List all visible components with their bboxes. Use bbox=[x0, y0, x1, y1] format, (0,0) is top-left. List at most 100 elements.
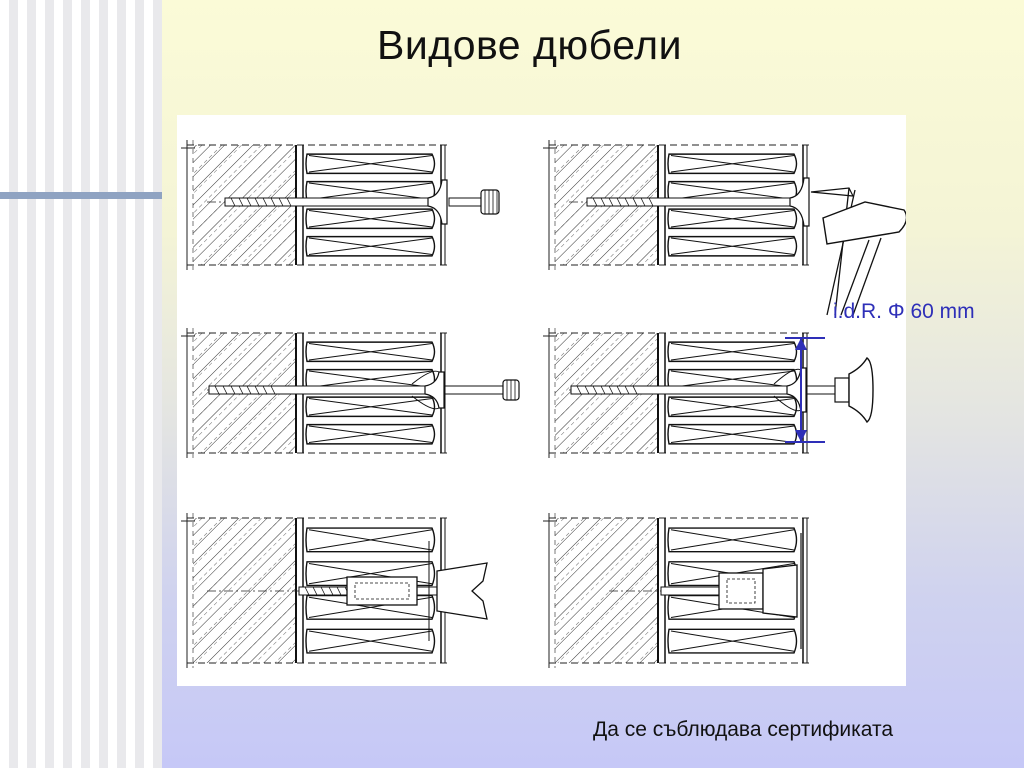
masonry-substrate bbox=[555, 518, 658, 663]
anchor-thread bbox=[640, 197, 646, 207]
anchor-thread bbox=[312, 586, 318, 596]
insulation-fiber bbox=[308, 370, 433, 388]
plate-flare bbox=[411, 370, 440, 410]
anchor-thread bbox=[624, 197, 630, 207]
dimension-arrow-bottom bbox=[795, 430, 807, 442]
anchor-plate bbox=[789, 177, 810, 227]
anchor-thread bbox=[262, 197, 268, 207]
insulation-cell bbox=[305, 396, 436, 418]
insulation-fiber bbox=[670, 630, 795, 652]
insulation-cell bbox=[305, 423, 436, 445]
tool-collar bbox=[834, 377, 850, 403]
insulation-cell bbox=[667, 396, 798, 418]
insulation-cell bbox=[667, 235, 798, 257]
insulation-fiber bbox=[308, 529, 433, 551]
insulation-cell bbox=[305, 594, 436, 620]
anchor-thread bbox=[270, 385, 276, 395]
insulation-cell bbox=[305, 235, 436, 257]
anchor-thread bbox=[238, 385, 244, 395]
footer-note: Да се съблюдава сертификата bbox=[593, 718, 894, 741]
panel-screw-in-with-setting-tool bbox=[543, 328, 874, 458]
flush-plate bbox=[762, 564, 798, 618]
recess-inner bbox=[726, 578, 756, 604]
insulation-fiber bbox=[308, 182, 433, 200]
plate-flare bbox=[773, 368, 802, 412]
anchor-thread bbox=[254, 385, 260, 395]
anchor-thread bbox=[616, 197, 622, 207]
anchor-thread bbox=[230, 385, 236, 395]
anchor-thread bbox=[600, 385, 606, 395]
hammer-handle bbox=[852, 237, 882, 316]
insulation-cell bbox=[667, 153, 798, 175]
hammer-handle bbox=[834, 187, 850, 316]
insulation-fiber bbox=[308, 237, 433, 255]
anchor-thread bbox=[608, 197, 614, 207]
anchor-thread bbox=[648, 197, 654, 207]
insulation-fiber bbox=[308, 210, 433, 228]
setting-stem bbox=[448, 197, 484, 207]
recess-sleeve bbox=[346, 576, 418, 606]
anchor-thread bbox=[286, 197, 292, 207]
anchor-thread bbox=[576, 385, 582, 395]
insulation-cell bbox=[305, 341, 436, 363]
slide-title: Видове дюбели bbox=[377, 22, 682, 68]
anchor-thread bbox=[592, 385, 598, 395]
accent-line bbox=[0, 192, 162, 199]
insulation-cell bbox=[305, 153, 436, 175]
insulation-fiber bbox=[308, 343, 433, 361]
anchor-plate bbox=[424, 371, 445, 409]
driver-bit bbox=[444, 385, 506, 395]
insulation-cell bbox=[667, 423, 798, 445]
tool-stem bbox=[806, 385, 838, 395]
hammer-tip bbox=[810, 187, 855, 197]
anchor-thread bbox=[278, 197, 284, 207]
insulation-fiber bbox=[308, 425, 433, 443]
insulation-fiber bbox=[308, 630, 433, 652]
anchor-thread bbox=[632, 385, 638, 395]
insulation-cell bbox=[667, 341, 798, 363]
anchor-thread bbox=[238, 197, 244, 207]
insulation-cell bbox=[667, 208, 798, 230]
anchor-thread bbox=[584, 385, 590, 395]
insulation-fiber bbox=[670, 425, 795, 443]
anchor-thread bbox=[222, 385, 228, 395]
anchor-thread bbox=[328, 586, 334, 596]
insulation-cell bbox=[305, 561, 436, 587]
dimension-arrow-top bbox=[795, 338, 807, 350]
anchor-thread bbox=[632, 197, 638, 207]
insulation-fiber bbox=[670, 155, 795, 173]
insulation-cap-tool bbox=[436, 562, 488, 620]
anchor-thread bbox=[608, 385, 614, 395]
insulation-fiber bbox=[670, 370, 795, 388]
anchor-thread bbox=[230, 197, 236, 207]
recess-inner bbox=[354, 582, 410, 600]
insulation-cell bbox=[305, 628, 436, 654]
recess-sleeve bbox=[718, 572, 764, 610]
insulation-cell bbox=[305, 527, 436, 553]
anchor-shaft bbox=[570, 385, 800, 395]
panel-hammer-in-with-screw-nut bbox=[181, 140, 500, 270]
insulation-fiber bbox=[308, 155, 433, 173]
panel-hammer-in-with-hammer bbox=[543, 140, 906, 316]
masonry-substrate bbox=[193, 518, 296, 663]
panel-screw-in-with-driver bbox=[181, 328, 520, 458]
insulation-fiber bbox=[670, 529, 795, 551]
anchor-thread bbox=[600, 197, 606, 207]
anchor-thread bbox=[304, 586, 310, 596]
anchor-shaft bbox=[208, 385, 438, 395]
anchor-plate bbox=[427, 179, 448, 225]
anchor-thread bbox=[270, 197, 276, 207]
dowel-types-diagram bbox=[177, 115, 906, 686]
insulation-fiber bbox=[670, 237, 795, 255]
anchor-thread bbox=[246, 197, 252, 207]
anchor-thread bbox=[320, 586, 326, 596]
anchor-thread bbox=[214, 385, 220, 395]
anchor-thread bbox=[592, 197, 598, 207]
panel-recessed-install-with-cap bbox=[181, 513, 488, 668]
left-decorative-strip bbox=[0, 0, 162, 768]
anchor-thread bbox=[254, 197, 260, 207]
insulation-fiber bbox=[670, 210, 795, 228]
anchor-thread bbox=[246, 385, 252, 395]
insulation-fiber bbox=[670, 398, 795, 416]
insulation-cell bbox=[667, 628, 798, 654]
